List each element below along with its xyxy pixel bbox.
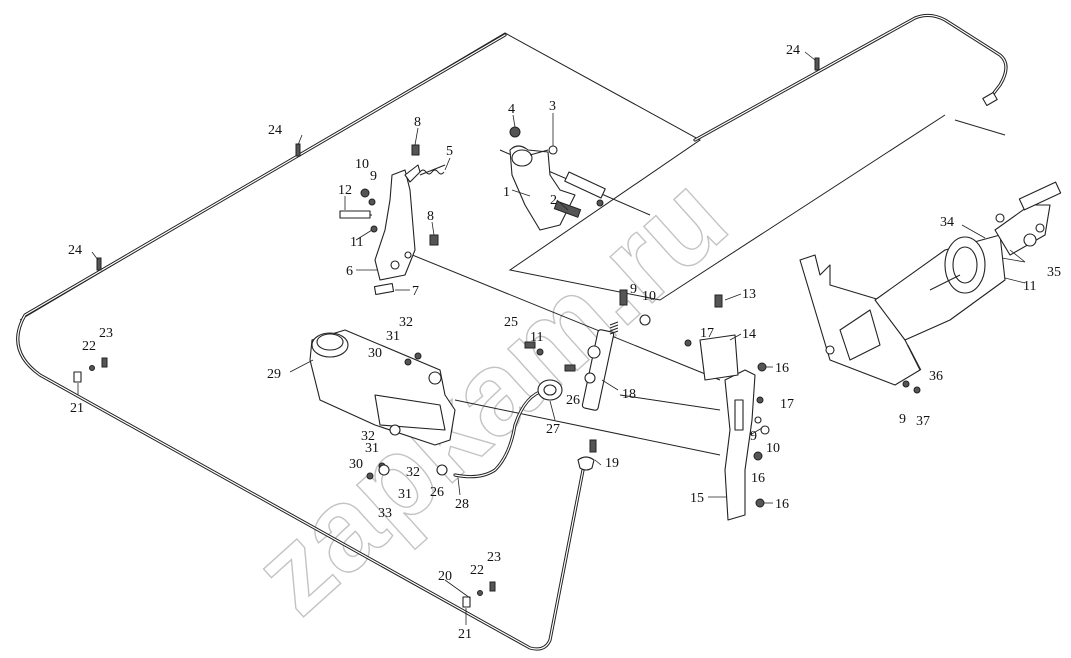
- callout-31b: 31: [365, 441, 379, 456]
- callout-9d: 9: [899, 412, 906, 427]
- callout-8b: 8: [427, 209, 434, 224]
- clutch-lever: [339, 144, 446, 296]
- reservoir-hose: [453, 388, 547, 479]
- callout-21a: 21: [70, 401, 84, 416]
- callout-13: 13: [742, 287, 756, 302]
- watermark: zapkam.ru: [229, 151, 751, 640]
- callout-7: 7: [412, 284, 419, 299]
- callout-1: 1: [503, 185, 510, 200]
- callout-34: 34: [940, 215, 954, 230]
- callout-24b: 24: [68, 243, 82, 258]
- slave-cylinder-assembly: [799, 181, 1062, 394]
- callout-31a: 31: [386, 329, 400, 344]
- callout-32a: 32: [399, 315, 413, 330]
- callout-30b: 30: [349, 457, 363, 472]
- callout-15: 15: [690, 491, 704, 506]
- callout-8a: 8: [414, 115, 421, 130]
- callout-24a: 24: [268, 123, 282, 138]
- callout-24c: 24: [786, 43, 800, 58]
- callout-21b: 21: [458, 627, 472, 642]
- fluid-reservoir: [309, 329, 456, 480]
- callout-32b: 32: [361, 429, 375, 444]
- callout-5: 5: [446, 144, 453, 159]
- callout-11a: 11: [350, 235, 363, 250]
- mounting-bracket: [639, 294, 770, 521]
- callout-11b: 11: [530, 330, 543, 345]
- callout-35: 35: [1047, 265, 1061, 280]
- callout-10c: 10: [766, 441, 780, 456]
- callout-9a: 9: [370, 169, 377, 184]
- callout-6: 6: [346, 264, 353, 279]
- hydraulic-line-upper: [693, 13, 1008, 142]
- callout-28: 28: [455, 497, 469, 512]
- pedal-bracket: [509, 126, 606, 231]
- callout-23a: 23: [99, 326, 113, 341]
- callout-17a: 17: [700, 326, 714, 341]
- callout-32c: 32: [406, 465, 420, 480]
- callout-14: 14: [742, 327, 756, 342]
- callout-17b: 17: [780, 397, 794, 412]
- master-cylinder: [524, 289, 628, 471]
- callout-9b: 9: [630, 282, 637, 297]
- callout-2: 2: [550, 193, 557, 208]
- callout-36: 36: [929, 369, 943, 384]
- callout-26b: 26: [430, 485, 444, 500]
- callout-25: 25: [504, 315, 518, 330]
- callout-19: 19: [605, 456, 619, 471]
- callout-11c: 11: [1023, 279, 1036, 294]
- callout-27: 27: [546, 422, 560, 437]
- callout-12: 12: [338, 183, 352, 198]
- callout-16b: 16: [751, 471, 765, 486]
- callout-33: 33: [378, 506, 392, 521]
- line-clips: [73, 57, 820, 608]
- callout-22b: 22: [470, 563, 484, 578]
- callout-23b: 23: [487, 550, 501, 565]
- callout-10a: 10: [355, 157, 369, 172]
- callout-16a: 16: [775, 361, 789, 376]
- callout-9c: 9: [750, 429, 757, 444]
- callout-26a: 26: [566, 393, 580, 408]
- callout-29: 29: [267, 367, 281, 382]
- callout-30a: 30: [368, 346, 382, 361]
- callout-16c: 16: [775, 497, 789, 512]
- leader-lines: [77, 51, 1026, 625]
- callout-10b: 10: [642, 289, 656, 304]
- callout-labels: 1 2 3 4 5 6 7 8 8 9 9 9 9 10 10 10 11 11…: [68, 43, 1061, 642]
- callout-31c: 31: [398, 487, 412, 502]
- callout-18: 18: [622, 387, 636, 402]
- callout-37: 37: [916, 414, 930, 429]
- callout-4: 4: [508, 102, 515, 117]
- callout-3: 3: [549, 99, 556, 114]
- callout-20: 20: [438, 569, 452, 584]
- hydraulic-line-lower: [16, 33, 585, 651]
- callout-22a: 22: [82, 339, 96, 354]
